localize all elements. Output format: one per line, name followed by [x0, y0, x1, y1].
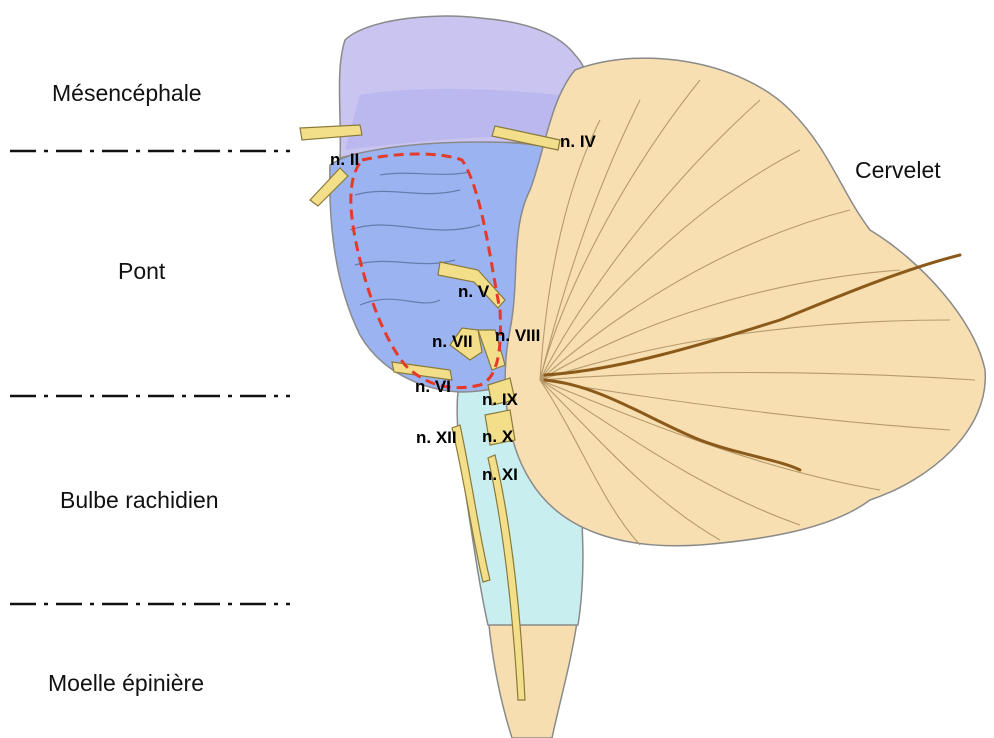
label-mesencephale: Mésencéphale — [52, 80, 202, 107]
label-pont: Pont — [118, 258, 165, 285]
label-nerve-xi: n. XI — [482, 465, 518, 485]
label-nerve-xii: n. XII — [416, 428, 457, 448]
label-nerve-vii: n. VII — [432, 332, 473, 352]
label-nerve-ii: n. II — [330, 150, 359, 170]
label-nerve-viii: n. VIII — [495, 326, 540, 346]
label-nerve-x: n. X — [482, 427, 513, 447]
label-nerve-iv: n. IV — [560, 132, 596, 152]
label-nerve-v: n. V — [458, 282, 489, 302]
boundary-lines — [10, 151, 290, 604]
label-moelle-epiniere: Moelle épinière — [48, 670, 204, 697]
spinal-cord-shape — [488, 615, 578, 738]
label-bulbe-rachidien: Bulbe rachidien — [60, 487, 219, 514]
label-cervelet: Cervelet — [855, 157, 941, 184]
label-nerve-ix: n. IX — [482, 390, 518, 410]
label-nerve-vi: n. VI — [415, 377, 451, 397]
